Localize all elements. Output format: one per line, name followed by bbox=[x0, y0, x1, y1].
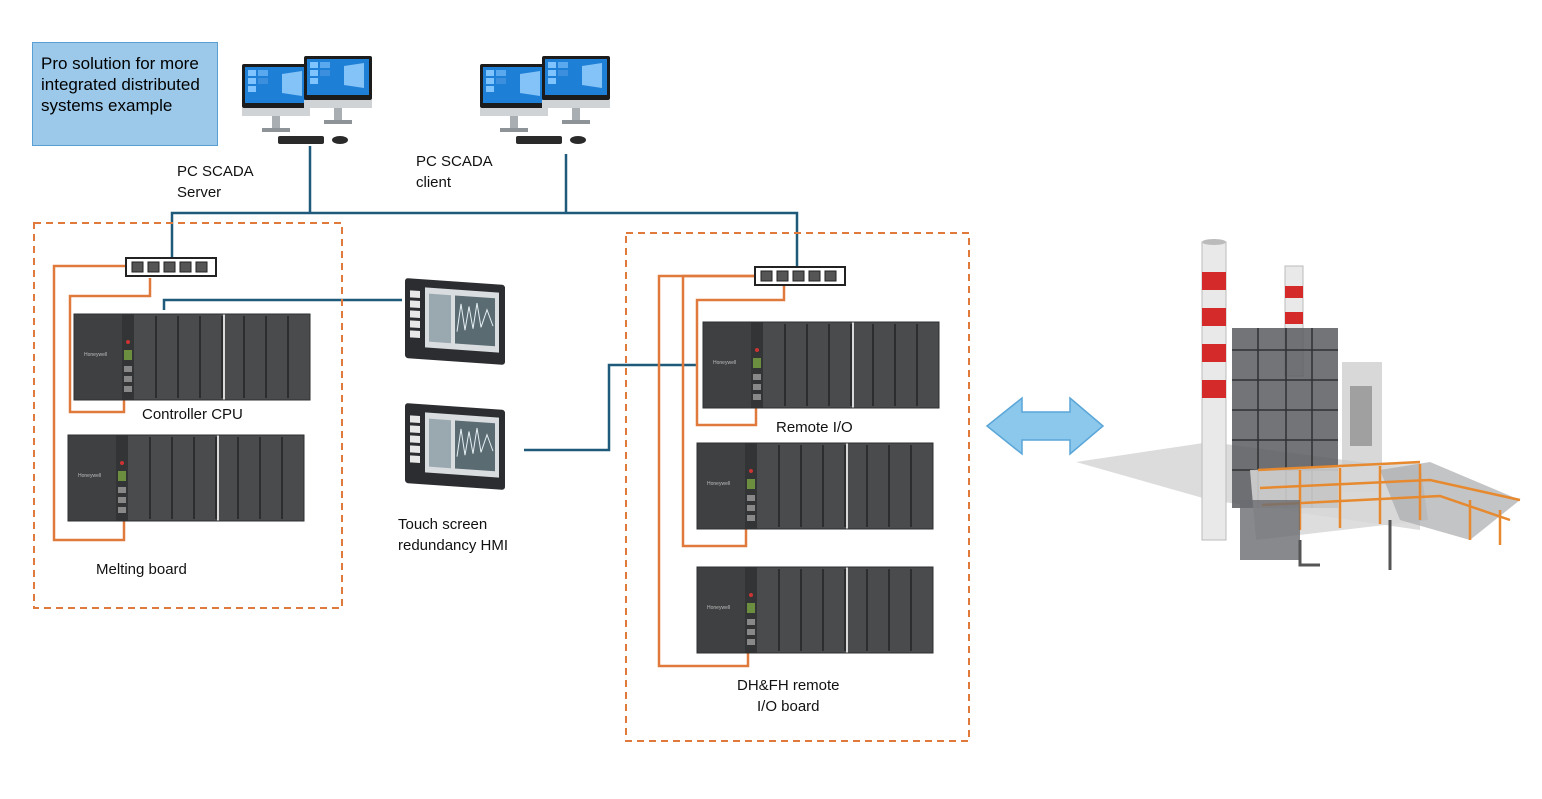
remote-io-label: Remote I/O bbox=[776, 419, 853, 436]
melting-board-label: Melting board bbox=[96, 561, 187, 578]
pc-scada-client-label: PC SCADA client bbox=[416, 153, 493, 191]
plc-rack-icon bbox=[696, 442, 934, 530]
desktop-pc-icon bbox=[480, 56, 610, 144]
network-switch-icon bbox=[754, 266, 846, 286]
callout-box: Pro solution for more integrated distrib… bbox=[32, 42, 218, 146]
plc-rack-icon bbox=[67, 434, 305, 522]
network-switch-icon bbox=[125, 257, 217, 277]
plc-rack-icon bbox=[696, 566, 934, 654]
local-cables-left bbox=[52, 264, 152, 542]
hmi-panel-icon bbox=[404, 277, 506, 366]
industrial-plant-icon bbox=[1076, 239, 1521, 570]
dhfh-remote-io-board-label: DH&FH remote I/O board bbox=[737, 677, 840, 715]
touch-screen-hmi-label: Touch screen redundancy HMI bbox=[398, 516, 509, 554]
pc-scada-server-label: PC SCADA Server bbox=[177, 163, 254, 201]
desktop-pc-icon bbox=[242, 56, 372, 144]
zone-left bbox=[33, 222, 343, 609]
zone-right bbox=[625, 232, 970, 742]
double-arrow-icon bbox=[985, 396, 1105, 456]
plc-rack-icon bbox=[702, 321, 940, 409]
hmi-panel-icon bbox=[404, 402, 506, 491]
network-lines bbox=[162, 146, 799, 452]
controller-cpu-label: Controller CPU bbox=[142, 406, 243, 423]
plc-rack-icon bbox=[73, 313, 311, 401]
